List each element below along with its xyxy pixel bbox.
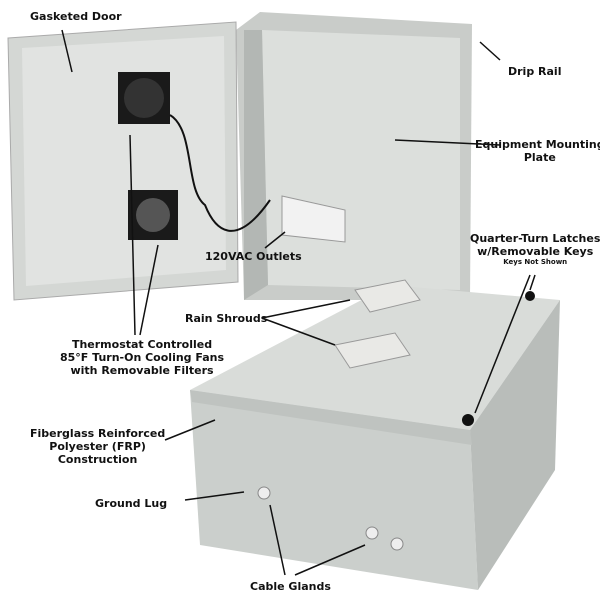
- rain-shroud-2: [334, 332, 411, 369]
- latch-1: [525, 291, 535, 301]
- cable-gland: [390, 537, 404, 551]
- label-line: Plate: [523, 151, 556, 164]
- closed-enclosure-front: [190, 390, 478, 590]
- label-line: Construction: [57, 453, 138, 466]
- label-line: Polyester (FRP): [49, 440, 146, 453]
- label-mounting-plate: Equipment Mounting Plate: [475, 138, 600, 164]
- label-line: with Removable Filters: [70, 364, 214, 377]
- label-drip-rail: Drip Rail: [508, 65, 562, 78]
- label-outlets: 120VAC Outlets: [205, 250, 302, 263]
- label-line: 85°F Turn-On Cooling Fans: [60, 351, 225, 364]
- rain-shroud-1: [354, 279, 421, 313]
- closed-enclosure-side: [470, 300, 560, 590]
- label-gasketed-door: Gasketed Door: [30, 10, 122, 23]
- outlet-box: [281, 195, 346, 243]
- label-rain-shrouds: Rain Shrouds: [185, 312, 268, 325]
- latch-2: [462, 414, 474, 426]
- label-line: Fiberglass Reinforced: [30, 427, 166, 440]
- label-line: w/Removable Keys: [477, 245, 594, 258]
- label-line: Equipment Mounting: [475, 138, 600, 151]
- label-fans: Thermostat Controlled 85°F Turn-On Cooli…: [60, 338, 224, 377]
- label-cable-glands: Cable Glands: [250, 580, 331, 593]
- callout-arrows: [61, 29, 536, 576]
- label-line: Thermostat Controlled: [71, 338, 213, 351]
- cable-gland: [365, 526, 379, 540]
- label-line: Quarter-Turn Latches: [470, 232, 600, 245]
- label-ground-lug: Ground Lug: [95, 497, 168, 510]
- label-frp: Fiberglass Reinforced Polyester (FRP) Co…: [30, 427, 165, 466]
- label-note: Keys Not Shown: [503, 258, 568, 266]
- cable-gland: [257, 486, 271, 500]
- label-latches: Quarter-Turn Latches w/Removable Keys Ke…: [470, 232, 600, 267]
